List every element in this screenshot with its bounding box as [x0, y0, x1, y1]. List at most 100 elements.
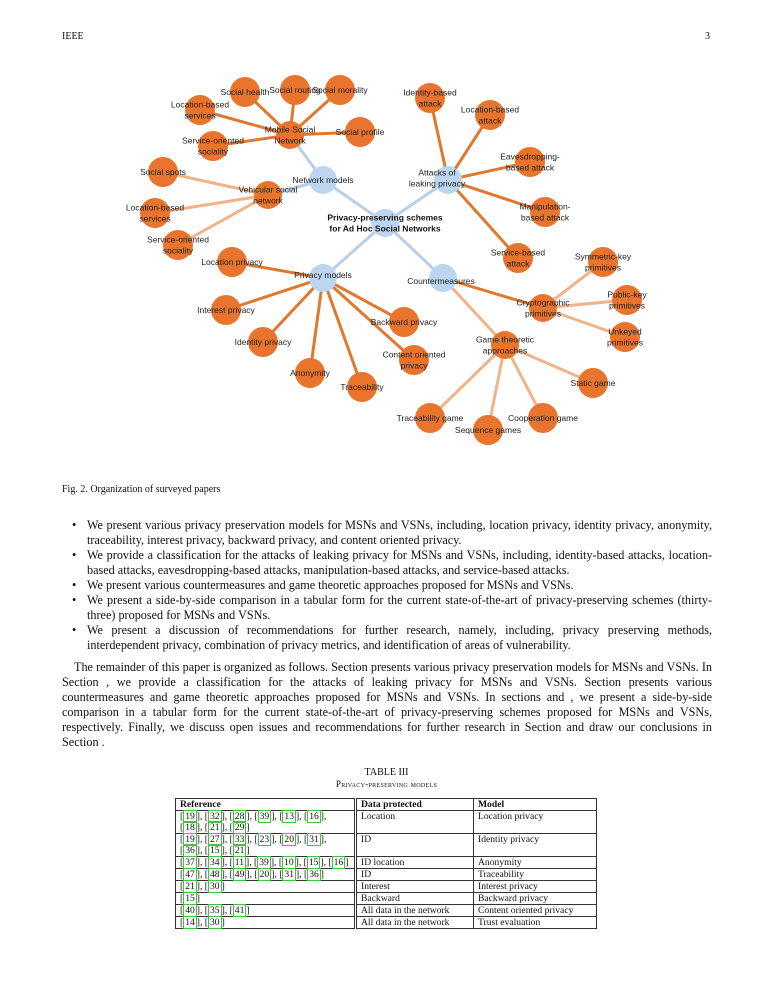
citation-link[interactable]: 49 [232, 868, 247, 881]
citation-link[interactable]: 28 [232, 810, 247, 823]
citation-link[interactable]: 15 [306, 856, 321, 869]
citation-link[interactable]: 18 [183, 821, 197, 834]
edge [176, 193, 270, 247]
citation-link[interactable]: 20 [257, 868, 272, 881]
citation-link[interactable]: 15 [208, 844, 222, 857]
citation-link[interactable]: 39 [257, 856, 271, 869]
node-social-routing [280, 75, 310, 105]
edge [230, 260, 325, 280]
edge [321, 276, 406, 324]
citation-link[interactable]: 48 [208, 868, 222, 881]
citation-link[interactable]: 30 [208, 916, 222, 929]
edge [441, 276, 507, 347]
citation-link[interactable]: 30 [208, 880, 222, 893]
edge [446, 178, 547, 214]
hub-center [371, 209, 399, 237]
node-unkeyed [610, 322, 640, 352]
citation-link[interactable]: 34 [208, 856, 222, 869]
citation-link[interactable]: 47 [183, 868, 197, 881]
citation-link[interactable]: 11 [232, 856, 247, 869]
model-cell: Identity privacy [473, 833, 597, 857]
data-protected-cell: ID [355, 833, 474, 857]
table-title: TABLE III [364, 767, 409, 778]
citation-link[interactable]: 32 [208, 810, 222, 823]
citation-link[interactable]: 19 [183, 810, 197, 823]
edge [503, 343, 595, 385]
organization-paragraph: The remainder of this paper is organized… [62, 660, 712, 749]
node-traceability [347, 372, 377, 402]
node-social-health [230, 77, 260, 107]
edge [161, 170, 270, 197]
citation-link[interactable]: 39 [257, 810, 272, 823]
node-identity-privacy-label: Identity privacy [235, 337, 292, 347]
contribution-item: We present a side-by-side comparison in … [62, 593, 712, 623]
citation-link[interactable]: 37 [183, 856, 197, 869]
node-social-spots-label: Social spots [140, 167, 186, 177]
node-identity-attack [415, 83, 445, 113]
citation-link[interactable]: 35 [208, 904, 222, 917]
model-cell: Trust evaluation [473, 916, 597, 929]
node-static-game-label: Static game [571, 378, 616, 388]
node-location-privacy [217, 247, 247, 277]
privacy-models-table: Reference Data protected Model [19], [32… [175, 798, 597, 929]
citation-link[interactable]: 10 [282, 856, 296, 869]
node-cryptographic-primitives [529, 294, 557, 322]
table-subtitle-text: Privacy-preserving models [335, 779, 438, 789]
reference-cell: [37], [34], [11], [39], [10], [15], [16] [175, 856, 357, 869]
citation-link[interactable]: 19 [183, 833, 197, 846]
citation-link[interactable]: 27 [208, 833, 222, 846]
node-social-profile-label: Social profile [336, 127, 385, 137]
reference-cell: [15] [175, 892, 357, 905]
citation-link[interactable]: 41 [232, 904, 247, 917]
table-header-row: Reference Data protected Model [175, 798, 597, 811]
model-cell: Content oriented privacy [473, 904, 597, 917]
citation-link[interactable]: 15 [183, 892, 197, 905]
node-social-health-label: Social health [221, 87, 270, 97]
citation-link[interactable]: 36 [307, 868, 321, 881]
citation-link[interactable]: 13 [282, 810, 296, 823]
node-social-morality [325, 75, 355, 105]
node-interest-privacy [211, 295, 241, 325]
citation-link[interactable]: 21 [183, 880, 197, 893]
node-interest-privacy-label: Interest privacy [197, 305, 255, 315]
citation-link[interactable]: 40 [183, 904, 197, 917]
node-symmetric-key [588, 247, 618, 277]
node-traceability-game-label: Traceability game [397, 413, 464, 423]
citation-link[interactable]: 31 [282, 868, 296, 881]
node-social-routing-label: Social routing [269, 85, 321, 95]
citation-link[interactable]: 31 [307, 833, 321, 846]
node-static-game [578, 368, 608, 398]
citation-link[interactable]: 21 [208, 821, 222, 834]
citation-link[interactable]: 21 [232, 844, 247, 857]
citation-link[interactable]: 14 [183, 916, 197, 929]
citation-link[interactable]: 29 [232, 821, 247, 834]
node-vsn-location-services [140, 198, 170, 228]
table-row: [19], [27], [33], [23], [20], [31], [36]… [175, 833, 597, 857]
data-protected-cell: Backward [355, 892, 474, 905]
node-msn-location-services [185, 95, 215, 125]
citation-link[interactable]: 16 [307, 810, 321, 823]
citation-link[interactable]: 33 [232, 833, 247, 846]
citation-link[interactable]: 16 [331, 856, 346, 869]
edge [198, 108, 292, 137]
node-traceability-game [415, 403, 445, 433]
citation-link[interactable]: 36 [183, 844, 197, 857]
citation-link[interactable]: 20 [282, 833, 296, 846]
node-eavesdropping-attack [515, 147, 545, 177]
citation-link[interactable]: 23 [257, 833, 272, 846]
node-service-attack [503, 243, 533, 273]
table-row: [19], [32], [28], [39], [13], [16], [18]… [175, 810, 597, 834]
